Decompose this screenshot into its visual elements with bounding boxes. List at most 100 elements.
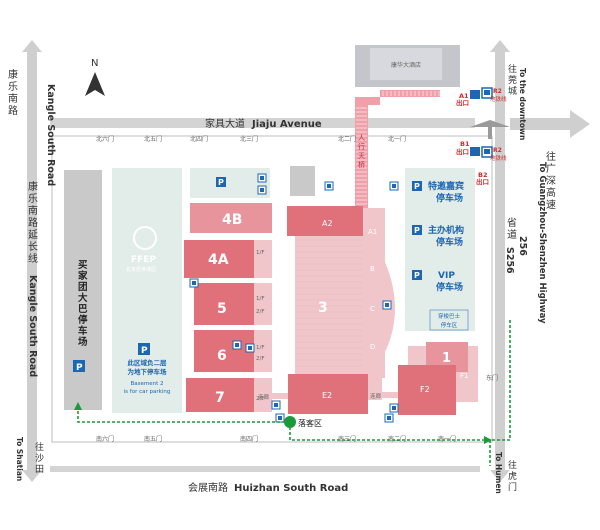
parking-icon-glyph bbox=[248, 346, 252, 350]
shuttle-line2: 停车区 bbox=[441, 321, 458, 329]
to-humen-cn: 往虎门 bbox=[508, 459, 517, 493]
right-road-arrow bbox=[490, 40, 510, 482]
hall-d-label: D bbox=[370, 343, 375, 351]
bus-stop-icon bbox=[470, 120, 510, 127]
hotel-label: 康华大酒店 bbox=[391, 61, 421, 69]
facility-icon-glyph bbox=[385, 303, 389, 307]
facility-icon-glyph bbox=[392, 406, 396, 410]
left-halls: 4B 4A 1/F 5 1/F 2/F 6 1/F 2/F 7 2/F 连廊 bbox=[184, 203, 272, 412]
hall-abcd-strip bbox=[363, 208, 385, 378]
basement-parking-area bbox=[112, 168, 182, 413]
gate-south-3: 南三门 bbox=[338, 435, 356, 443]
facility-icon-glyph bbox=[235, 343, 239, 347]
hotel-building-inner bbox=[370, 48, 442, 80]
bridge-label: 人行天桥 bbox=[358, 134, 365, 169]
gate-north-6: 北六门 bbox=[96, 135, 114, 143]
hall-a2-label: A2 bbox=[322, 219, 333, 228]
route-arrow-left bbox=[74, 402, 82, 410]
ffep-logo-circle bbox=[133, 226, 157, 250]
vip-parking-area bbox=[405, 168, 475, 331]
top-road-cn: 家具大道 bbox=[205, 117, 245, 130]
dropoff-point-icon bbox=[284, 416, 296, 428]
hall-4b-label: 4B bbox=[222, 212, 242, 228]
hall-1-label: 1 bbox=[442, 351, 451, 366]
ffep-subtitle: 名家居世博园 bbox=[126, 266, 156, 273]
gate-south-1: 南一门 bbox=[438, 435, 456, 443]
exit-b2-cn: 出口 bbox=[476, 177, 489, 186]
hall-3[interactable] bbox=[295, 232, 363, 374]
hall-6-2f-label: 2/F bbox=[256, 356, 265, 362]
metro-area bbox=[470, 87, 510, 158]
hall-e2[interactable] bbox=[288, 374, 368, 414]
hall-6[interactable] bbox=[194, 330, 254, 372]
vip-guest-line2: 停车场 bbox=[436, 192, 463, 204]
highway-arrow bbox=[510, 110, 590, 138]
walkway-left: 连廊 bbox=[258, 393, 270, 401]
gate-north-3: 北三门 bbox=[240, 135, 258, 143]
basement-en-line1: Basement 2 bbox=[130, 381, 163, 387]
vip-guest-parking: P 特邀嘉宾 停车场 bbox=[412, 180, 464, 204]
shuttle-parking: 穿梭巴士 停车区 bbox=[429, 309, 469, 331]
top-road-en: Jiaju Avenue bbox=[251, 119, 322, 130]
hall-5-2f bbox=[254, 283, 272, 325]
parking-icon-vip-guest-p: P bbox=[414, 182, 420, 191]
organizer-line2: 停车场 bbox=[436, 236, 463, 248]
exit-labels: A1 出口 B1 出口 B2 出口 R2 地铁线 R2 地铁线 bbox=[456, 88, 507, 186]
hall-a2[interactable] bbox=[287, 206, 363, 236]
gate-south-4: 南四门 bbox=[240, 435, 258, 443]
hall-4b[interactable] bbox=[190, 203, 272, 233]
parking-icon-organizer bbox=[412, 225, 422, 235]
right-road-num: 256 bbox=[517, 236, 528, 256]
metro-icon-top bbox=[470, 90, 480, 99]
hall-f2[interactable] bbox=[398, 365, 456, 415]
facility-icon-glyph bbox=[192, 281, 196, 285]
walkway-connector-left bbox=[272, 393, 288, 399]
hall-7-2f-label: 2/F bbox=[256, 396, 265, 402]
hall-b-label: B bbox=[370, 265, 375, 273]
right-road-cn: 省道 bbox=[507, 216, 517, 241]
parking-icon-vip-p: P bbox=[414, 271, 420, 280]
parking-icon-bus bbox=[73, 360, 85, 372]
grey-block bbox=[290, 166, 315, 196]
facility-icon-glyph bbox=[327, 184, 331, 188]
route-left bbox=[77, 408, 290, 423]
left-outer-road-en: Kangle South Road bbox=[45, 84, 56, 186]
basement-cn-line1: 此区域负二层 bbox=[128, 358, 168, 367]
exit-a1-cn: 出口 bbox=[456, 98, 469, 107]
ffep-logo: FFEP bbox=[131, 255, 156, 265]
hall-7[interactable] bbox=[186, 378, 254, 412]
r2-cn-bottom: 地铁线 bbox=[490, 154, 507, 162]
parking-icon-vip bbox=[412, 270, 422, 280]
parking-icon-organizer-p: P bbox=[414, 226, 420, 235]
hall-7-label: 7 bbox=[215, 390, 225, 406]
gate-south-2: 南二门 bbox=[388, 435, 406, 443]
hall-e1-area bbox=[368, 374, 382, 400]
to-shatian-cn: 往沙田 bbox=[35, 441, 44, 475]
exit-b2: B2 bbox=[478, 171, 487, 179]
bottom-road-cn: 会展南路 bbox=[188, 481, 228, 494]
gate-north-1: 北一门 bbox=[388, 135, 406, 143]
facility-icon-glyph bbox=[392, 184, 396, 188]
facility-icon-glyph bbox=[274, 403, 278, 407]
small-parking-top bbox=[190, 168, 270, 198]
route-right bbox=[489, 320, 511, 466]
basement-en-line2: is for car parking bbox=[124, 389, 171, 395]
right-road-en: S256 bbox=[504, 247, 515, 274]
hall-e2-label: E2 bbox=[322, 391, 332, 400]
hall-a1-label: A1 bbox=[368, 228, 377, 236]
exit-a1: A1 bbox=[459, 92, 469, 100]
left-inner-road-en: Kangle South Road bbox=[27, 275, 38, 377]
hall-5-label: 5 bbox=[217, 301, 227, 317]
vip-line1: VIP bbox=[438, 271, 455, 281]
gate-north-2: 北二门 bbox=[338, 135, 356, 143]
facility-icon-glyph bbox=[387, 416, 391, 420]
hall-5[interactable] bbox=[194, 283, 254, 325]
hall-4a-floor: 1/F bbox=[256, 250, 265, 256]
gate-south-5: 南五门 bbox=[144, 435, 162, 443]
hall-4a[interactable] bbox=[184, 240, 254, 278]
left-outer-road-cn: 康乐南路 bbox=[8, 68, 18, 117]
main-complex: 3 A2 A1 B C D E1 E2 连廊 bbox=[287, 206, 398, 414]
site-boundary bbox=[51, 135, 493, 443]
hall-4a-label: 4A bbox=[208, 252, 229, 268]
hall-7-2f bbox=[254, 378, 272, 412]
